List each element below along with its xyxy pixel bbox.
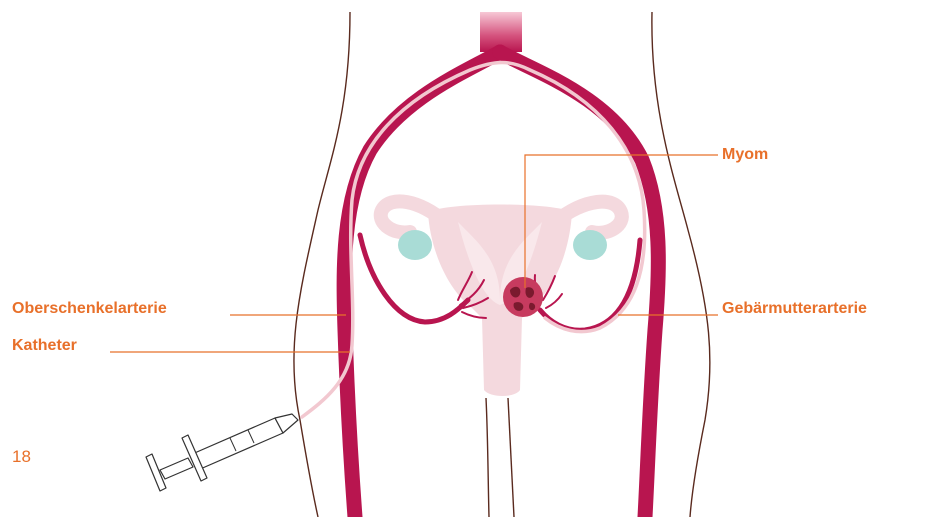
syringe-plunger-rod	[160, 458, 193, 479]
label-myom: Myom	[722, 147, 768, 163]
label-katheter: Katheter	[12, 338, 77, 354]
ovary-right	[573, 230, 607, 260]
syringe	[146, 414, 298, 491]
label-gebaermutterarterie: Gebärmutterarterie	[722, 301, 867, 317]
page-number: 18	[12, 448, 31, 465]
myom-fibroid	[503, 277, 543, 317]
label-oberschenkelarterie: Oberschenkelarterie	[12, 301, 167, 317]
inner-leg-left	[486, 398, 489, 517]
syringe-barrel	[190, 418, 283, 470]
ovary-left	[398, 230, 432, 260]
inner-leg-right	[508, 398, 514, 517]
